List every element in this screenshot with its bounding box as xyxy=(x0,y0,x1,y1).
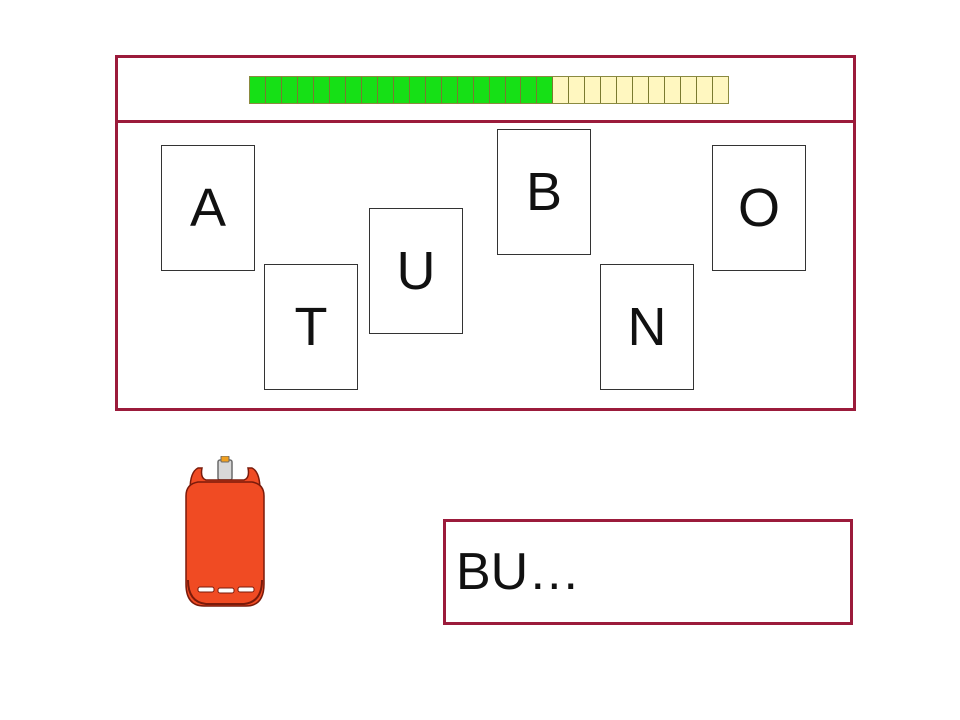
progress-segment-done xyxy=(345,77,362,103)
progress-bar xyxy=(249,76,729,104)
answer-text: BU… xyxy=(456,543,581,601)
letter-card-label: U xyxy=(396,241,436,301)
progress-segment-done xyxy=(265,77,282,103)
progress-segment-done xyxy=(537,77,554,103)
progress-segment-todo xyxy=(665,77,682,103)
progress-segment-todo xyxy=(681,77,698,103)
progress-segment-todo xyxy=(617,77,634,103)
letter-card-n[interactable]: N xyxy=(600,264,694,390)
letter-card-label: N xyxy=(627,297,667,357)
progress-segment-done xyxy=(393,77,410,103)
letter-card-label: B xyxy=(525,162,563,222)
letter-card-label: O xyxy=(737,178,780,238)
board-divider xyxy=(118,120,853,123)
progress-segment-done xyxy=(473,77,490,103)
letter-card-a[interactable]: A xyxy=(161,145,255,271)
progress-segment-todo xyxy=(553,77,570,103)
letter-card-u[interactable]: U xyxy=(369,208,463,334)
progress-segment-done xyxy=(489,77,506,103)
progress-segment-done xyxy=(329,77,346,103)
progress-segment-done xyxy=(250,77,266,103)
letter-card-label: T xyxy=(294,297,328,357)
letter-card-o[interactable]: O xyxy=(712,145,806,271)
progress-segment-done xyxy=(425,77,442,103)
progress-segment-done xyxy=(457,77,474,103)
letter-card-b[interactable]: B xyxy=(497,129,591,255)
progress-segment-done xyxy=(377,77,394,103)
progress-segment-todo xyxy=(601,77,618,103)
progress-segment-todo xyxy=(649,77,666,103)
progress-segment-todo xyxy=(697,77,714,103)
letter-card-label: A xyxy=(189,178,227,238)
progress-segment-done xyxy=(521,77,538,103)
answer-box[interactable]: BU… xyxy=(443,519,853,625)
progress-segment-done xyxy=(313,77,330,103)
progress-segment-done xyxy=(361,77,378,103)
progress-segment-todo xyxy=(585,77,602,103)
progress-segment-todo xyxy=(569,77,586,103)
progress-segment-todo xyxy=(713,77,729,103)
progress-segment-done xyxy=(505,77,522,103)
letter-card-t[interactable]: T xyxy=(264,264,358,390)
progress-segment-done xyxy=(281,77,298,103)
progress-segment-todo xyxy=(633,77,650,103)
progress-segment-done xyxy=(441,77,458,103)
gas-cylinder-icon xyxy=(176,455,274,612)
progress-segment-done xyxy=(409,77,426,103)
progress-segment-done xyxy=(297,77,314,103)
